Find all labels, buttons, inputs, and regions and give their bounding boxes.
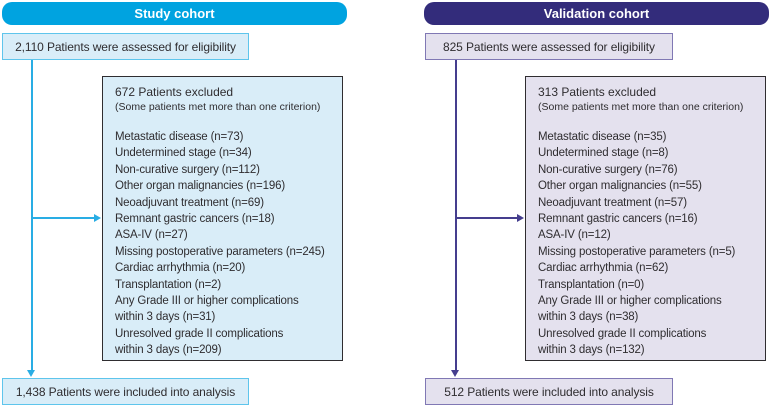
- validation-branch-line: [456, 217, 517, 219]
- exclusion-line: ASA-IV (n=27): [115, 229, 188, 242]
- exclusion-line: Cardiac arrhythmia (n=62): [538, 262, 669, 275]
- validation-branch-arrowhead-icon: [517, 213, 524, 222]
- study-branch-arrowhead-icon: [94, 213, 101, 222]
- validation-down-arrowhead-icon: [451, 370, 459, 377]
- exclusion-line: ASA-IV (n=12): [538, 229, 611, 242]
- study-excluded-box: 672 Patients excluded (Some patients met…: [102, 76, 343, 361]
- validation-assessed-box: 825 Patients were assessed for eligibili…: [425, 33, 673, 60]
- validation-exclusion-list: Metastatic disease (n=35) Undetermined st…: [538, 129, 753, 359]
- study-cohort-header: Study cohort: [2, 2, 347, 25]
- validation-flow-line: [455, 60, 457, 370]
- study-branch-line: [32, 217, 94, 219]
- study-excluded-note: (Some patients met more than one criteri…: [115, 101, 321, 113]
- study-assessed-box: 2,110 Patients were assessed for eligibi…: [2, 33, 249, 60]
- exclusion-line: Any Grade III or higher complications: [538, 295, 722, 308]
- study-included-box: 1,438 Patients were included into analys…: [2, 378, 249, 405]
- study-flow-line: [31, 60, 33, 370]
- validation-excluded-note: (Some patients met more than one criteri…: [538, 101, 744, 113]
- exclusion-line: Metastatic disease (n=73): [115, 131, 244, 143]
- exclusion-line: within 3 days (n=38): [538, 311, 639, 324]
- exclusion-line: Cardiac arrhythmia (n=20): [115, 262, 246, 275]
- exclusion-line: Missing postoperative parameters (n=5): [538, 245, 736, 258]
- exclusion-line: Non-curative surgery (n=76): [538, 163, 678, 176]
- validation-excluded-title: 313 Patients excluded: [538, 85, 657, 99]
- exclusion-line: Transplantation (n=2): [115, 278, 222, 291]
- exclusion-line: Any Grade III or higher complications: [115, 295, 299, 308]
- study-excluded-title: 672 Patients excluded: [115, 85, 234, 99]
- exclusion-line: Unresolved grade II complications: [115, 327, 284, 340]
- exclusion-line: Remnant gastric cancers (n=18): [115, 213, 275, 226]
- study-exclusion-list: Metastatic disease (n=73) Undetermined st…: [115, 129, 330, 359]
- validation-excluded-box: 313 Patients excluded (Some patients met…: [525, 76, 766, 361]
- study-down-arrowhead-icon: [27, 370, 35, 377]
- exclusion-line: Metastatic disease (n=35): [538, 131, 667, 143]
- exclusion-line: Remnant gastric cancers (n=16): [538, 213, 698, 226]
- exclusion-line: Undetermined stage (n=8): [538, 147, 669, 160]
- exclusion-line: Missing postoperative parameters (n=245): [115, 245, 325, 258]
- exclusion-line: Unresolved grade II complications: [538, 327, 707, 340]
- exclusion-line: Undetermined stage (n=34): [115, 147, 252, 160]
- exclusion-line: within 3 days (n=132): [538, 344, 645, 357]
- validation-cohort-header: Validation cohort: [424, 2, 769, 25]
- validation-included-box: 512 Patients were included into analysis: [425, 378, 673, 405]
- exclusion-line: Neoadjuvant treatment (n=69): [115, 196, 264, 209]
- exclusion-line: Other organ malignancies (n=196): [115, 180, 286, 193]
- exclusion-line: Neoadjuvant treatment (n=57): [538, 196, 687, 209]
- exclusion-line: Other organ malignancies (n=55): [538, 180, 702, 193]
- exclusion-line: Transplantation (n=0): [538, 278, 645, 291]
- exclusion-line: within 3 days (n=209): [115, 344, 222, 357]
- exclusion-line: within 3 days (n=31): [115, 311, 216, 324]
- exclusion-line: Non-curative surgery (n=112): [115, 163, 260, 176]
